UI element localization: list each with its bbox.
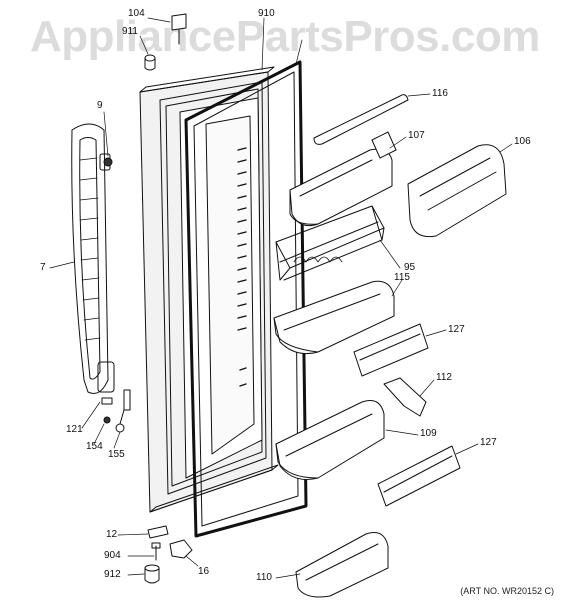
bin-110 [295,532,389,598]
door-gasket [184,60,308,538]
callout-16: 16 [198,566,210,577]
bin-109 [275,400,385,480]
callout-911: 911 [122,26,138,37]
panel-127-upper [353,323,429,377]
door-handle [71,123,115,394]
screw-9 [103,157,113,167]
callout-904: 904 [104,550,121,561]
art-number: (ART NO. WR20152 C) [460,586,554,596]
lower-hinge-parts [101,389,131,433]
callout-9: 9 [97,100,103,111]
top-hinge [144,13,187,71]
bin-115 [273,280,395,355]
callout-106: 106 [514,136,531,147]
bottom-hinge [144,525,193,584]
callout-7: 7 [40,262,46,273]
trim-116 [313,94,409,145]
wire-rack-95 [275,205,385,281]
bin-107 [289,131,397,227]
callout-155: 155 [108,449,125,460]
callout-116: 116 [432,88,448,99]
callout-109: 109 [420,428,437,439]
callout-127-lower: 127 [480,437,497,448]
callout-912: 912 [104,569,121,580]
callout-95: 95 [404,262,416,273]
callout-115: 115 [394,272,410,283]
leader-lines [49,17,513,579]
callout-12: 12 [106,529,118,540]
callout-154: 154 [86,441,103,452]
door-liner [179,97,263,479]
callout-127-upper: 127 [448,324,465,335]
callout-121: 121 [66,424,83,435]
callout-910: 910 [258,8,275,19]
panel-127-lower [377,445,461,507]
callout-107: 107 [408,130,425,141]
part-112 [383,377,427,417]
liner-ribs [237,147,247,387]
callout-110: 110 [256,572,272,583]
callout-112: 112 [436,372,452,383]
cover-106 [407,144,507,238]
callout-104: 104 [128,8,145,19]
